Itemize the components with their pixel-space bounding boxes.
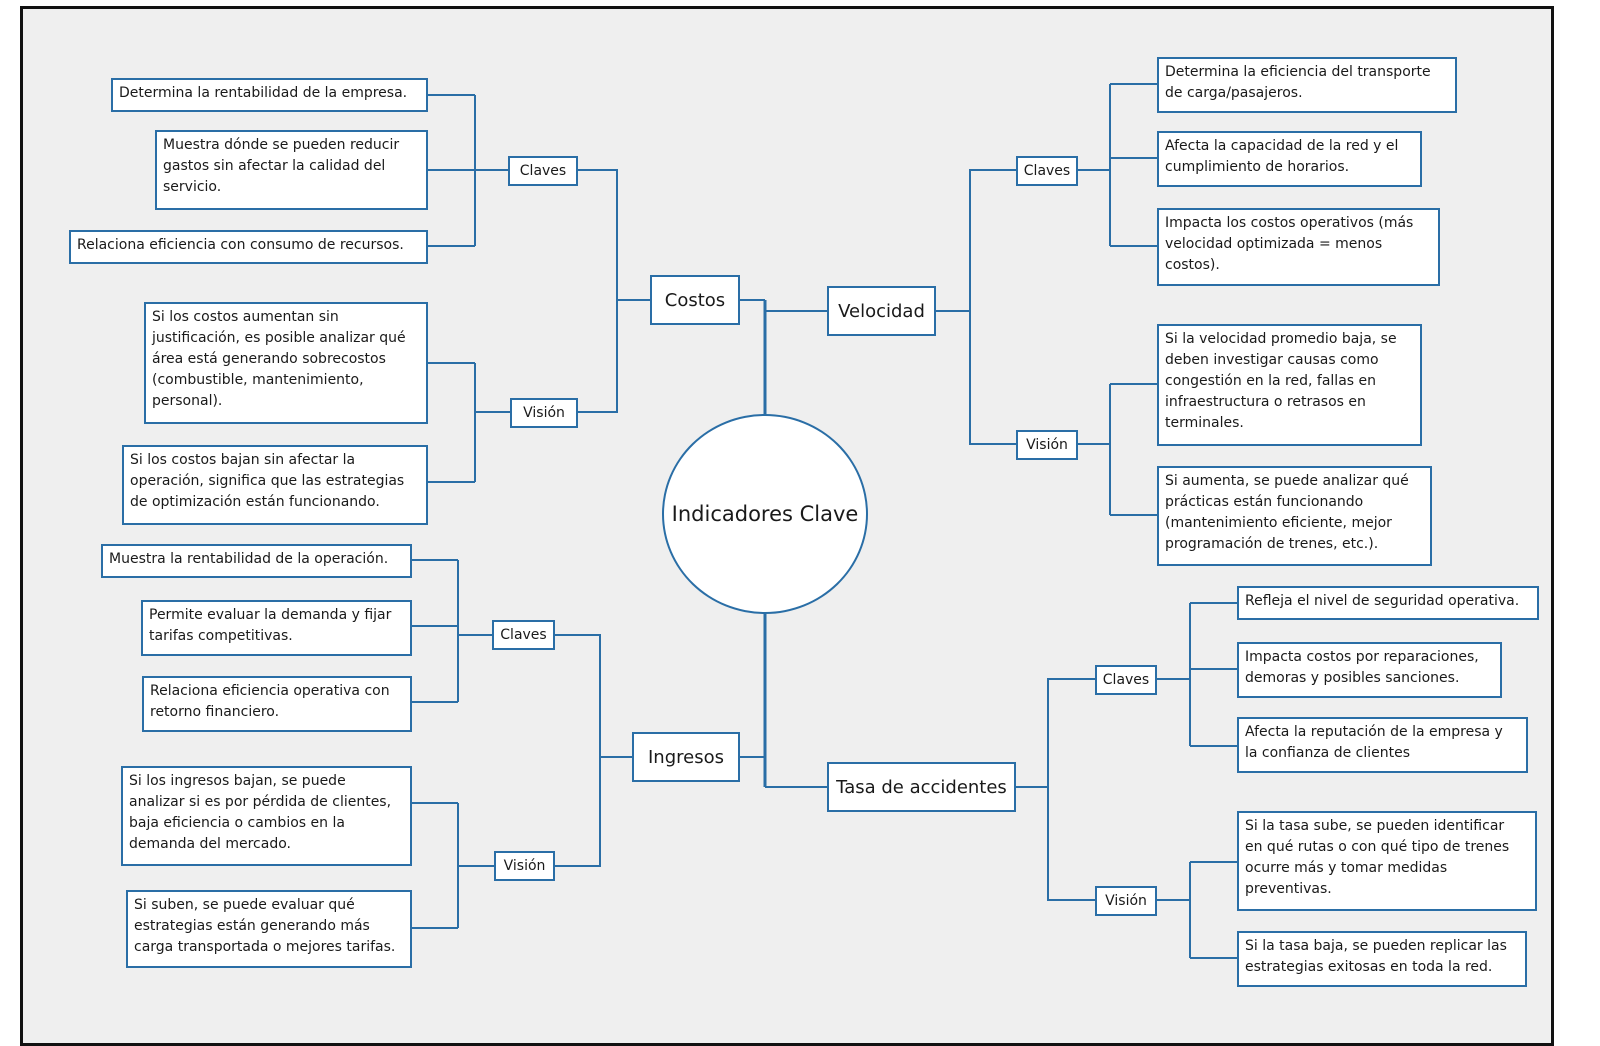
ingresos-vision-item[interactable]: Si suben, se puede evaluar qué estrategi…	[126, 890, 412, 968]
costos-vision-item[interactable]: Si los costos aumentan sin justificación…	[144, 302, 428, 424]
costos-claves-label[interactable]: Claves	[508, 156, 578, 186]
accidentes-clave-item[interactable]: Afecta la reputación de la empresa y la …	[1237, 717, 1528, 773]
topic-ingresos[interactable]: Ingresos	[632, 732, 740, 782]
ingresos-vision-item[interactable]: Si los ingresos bajan, se puede analizar…	[121, 766, 412, 866]
ingresos-claves-label[interactable]: Claves	[492, 620, 555, 650]
ingresos-clave-item[interactable]: Permite evaluar la demanda y fijar tarif…	[141, 600, 412, 656]
topic-velocidad[interactable]: Velocidad	[827, 286, 936, 336]
central-topic[interactable]: Indicadores Clave	[662, 414, 868, 614]
accidentes-claves-label[interactable]: Claves	[1095, 665, 1157, 695]
costos-vision-item[interactable]: Si los costos bajan sin afectar la opera…	[122, 445, 428, 525]
velocidad-vision-item[interactable]: Si la velocidad promedio baja, se deben …	[1157, 324, 1422, 446]
costos-clave-item[interactable]: Muestra dónde se pueden reducir gastos s…	[155, 130, 428, 210]
velocidad-vision-label[interactable]: Visión	[1016, 430, 1078, 460]
costos-clave-item[interactable]: Relaciona eficiencia con consumo de recu…	[69, 230, 428, 264]
accidentes-clave-item[interactable]: Impacta costos por reparaciones, demoras…	[1237, 642, 1502, 698]
accidentes-vision-label[interactable]: Visión	[1095, 886, 1157, 916]
ingresos-clave-item[interactable]: Relaciona eficiencia operativa con retor…	[142, 676, 412, 732]
velocidad-clave-item[interactable]: Afecta la capacidad de la red y el cumpl…	[1157, 131, 1422, 187]
topic-tasa-de-accidentes[interactable]: Tasa de accidentes	[827, 762, 1016, 812]
ingresos-clave-item[interactable]: Muestra la rentabilidad de la operación.	[101, 544, 412, 578]
costos-vision-label[interactable]: Visión	[510, 398, 578, 428]
velocidad-vision-item[interactable]: Si aumenta, se puede analizar qué prácti…	[1157, 466, 1432, 566]
velocidad-claves-label[interactable]: Claves	[1016, 156, 1078, 186]
velocidad-clave-item[interactable]: Impacta los costos operativos (más veloc…	[1157, 208, 1440, 286]
accidentes-clave-item[interactable]: Refleja el nivel de seguridad operativa.	[1237, 586, 1539, 620]
velocidad-clave-item[interactable]: Determina la eficiencia del transporte d…	[1157, 57, 1457, 113]
accidentes-vision-item[interactable]: Si la tasa sube, se pueden identificar e…	[1237, 811, 1537, 911]
topic-costos[interactable]: Costos	[650, 275, 740, 325]
costos-clave-item[interactable]: Determina la rentabilidad de la empresa.	[111, 78, 428, 112]
ingresos-vision-label[interactable]: Visión	[494, 851, 555, 881]
accidentes-vision-item[interactable]: Si la tasa baja, se pueden replicar las …	[1237, 931, 1527, 987]
